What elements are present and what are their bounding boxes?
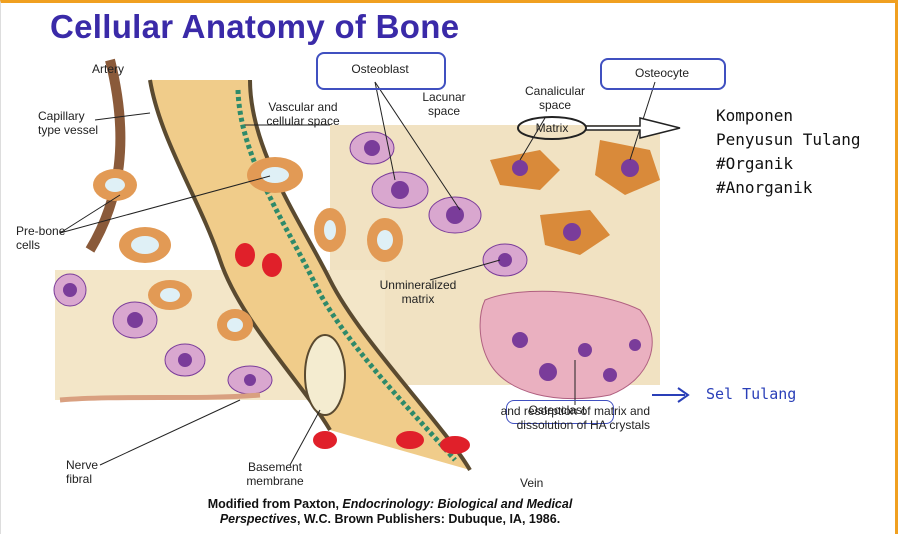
label-canalicular: Canalicular space <box>520 84 590 112</box>
caption-line1-b: Endocrinology: Biological and Medical <box>342 497 572 511</box>
red-blood-cell <box>313 431 337 449</box>
label-artery: Artery <box>92 62 124 76</box>
annotation-organik: #Organik <box>716 152 793 176</box>
red-blood-cell <box>235 243 255 267</box>
label-osteoblast: Osteoblast <box>330 62 430 76</box>
annotation-sel-tulang: Sel Tulang <box>706 385 796 403</box>
annotation-penyusun: Penyusun Tulang <box>716 128 861 152</box>
pen-arrow-icon <box>652 388 688 402</box>
capillary-vessel <box>90 60 120 250</box>
annotation-anorganik: #Anorganik <box>716 176 812 200</box>
label-capillary: Capillary type vessel <box>38 109 100 137</box>
label-osteocyte: Osteocyte <box>612 66 712 80</box>
label-unmineralized: Unmineralized matrix <box>372 278 464 306</box>
basement-cell <box>305 335 345 415</box>
caption-line2-a: Perspectives <box>220 512 297 526</box>
label-basement: Basement membrane <box>240 460 310 488</box>
caption-line2-b: , W.C. Brown Publishers: Dubuque, IA, 19… <box>297 512 560 526</box>
label-lacunar: Lacunar space <box>412 90 476 118</box>
red-blood-cell <box>262 253 282 277</box>
label-vein: Vein <box>520 476 543 490</box>
label-pre-bone: Pre-bone cells <box>16 224 72 252</box>
red-blood-cell <box>396 431 424 449</box>
label-matrix: Matrix <box>527 121 577 135</box>
label-vascular-space: Vascular and cellular space <box>258 100 348 128</box>
red-blood-cell <box>440 436 470 454</box>
caption-line1-a: Modified from Paxton, <box>208 497 343 511</box>
annotation-komponen: Komponen <box>716 104 793 128</box>
figure-caption: Modified from Paxton, Endocrinology: Bio… <box>140 497 640 527</box>
label-nerve: Nerve fibral <box>66 458 114 486</box>
label-osteoclast-rest: and resorption of matrix and dissolution… <box>500 404 650 432</box>
